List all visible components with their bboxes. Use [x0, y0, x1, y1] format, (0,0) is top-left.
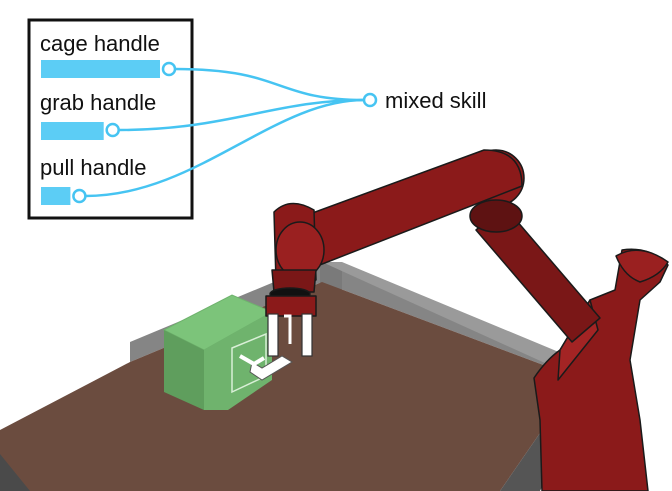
table-right-wall: [320, 262, 342, 290]
skills-legend: cage handle grab handle pull handle: [27, 18, 194, 220]
gripper-fingers: [267, 313, 313, 357]
skill-connectors: [85, 67, 365, 198]
skill-bar-pull: [41, 187, 71, 205]
box: [162, 294, 293, 410]
skill-port-grab[interactable]: [105, 122, 120, 138]
gripper-body: [265, 295, 317, 317]
skill-bar-cage: [41, 60, 160, 78]
connector-pull: [85, 98, 365, 198]
box-side: [204, 312, 272, 410]
robot-wrist: [271, 269, 317, 293]
mixed-skill-label: mixed skill: [385, 88, 486, 113]
robot-elbow-joint: [469, 199, 523, 233]
legend-frame: [27, 18, 194, 220]
skill-port-cage[interactable]: [161, 61, 177, 77]
robot-base-cap: [615, 249, 669, 283]
skill-label-cage: cage handle: [40, 31, 160, 56]
connector-grab: [118, 98, 365, 132]
gripper-finger-left: [267, 313, 279, 357]
skill-port-pull[interactable]: [72, 188, 87, 204]
table-back-rim: [322, 262, 578, 378]
skill-label-grab: grab handle: [40, 90, 156, 115]
gripper-finger-inner: [284, 314, 292, 344]
table-front-edge: [0, 430, 30, 491]
mixed-skill-port[interactable]: [362, 92, 378, 108]
box-front: [164, 330, 204, 410]
robot-arm: [265, 149, 669, 491]
connector-cage: [175, 67, 365, 102]
skill-label-pull: pull handle: [40, 155, 146, 180]
box-handle-rim: [239, 354, 266, 367]
table-top: [0, 282, 578, 491]
gripper-finger-right: [301, 313, 313, 357]
skill-bar-grab: [41, 122, 104, 140]
